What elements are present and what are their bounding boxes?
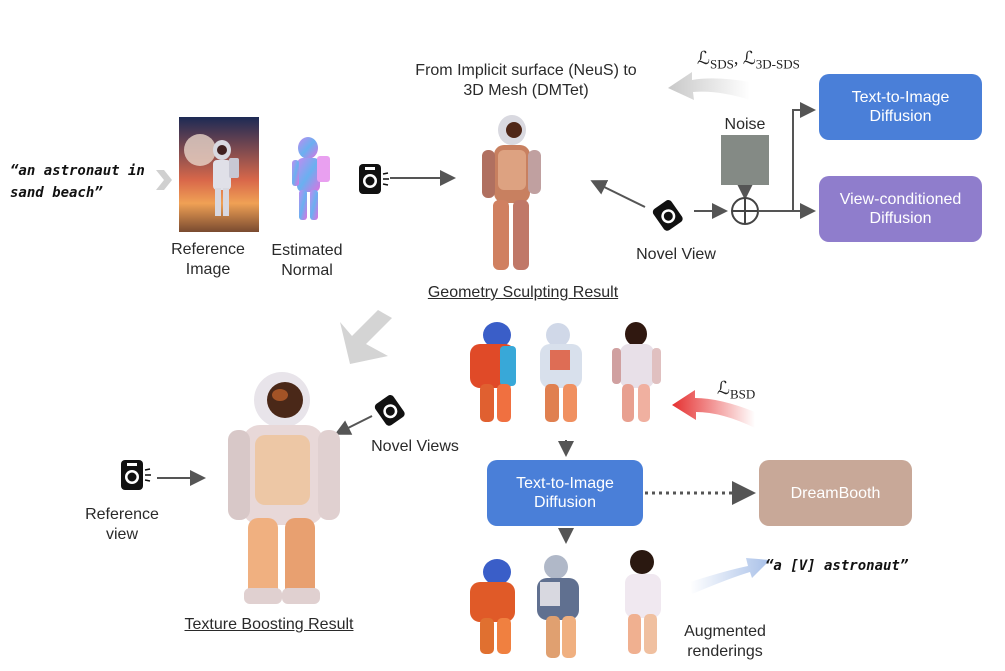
prompt-arrow (156, 170, 172, 190)
camera-icon-novel-views (370, 391, 410, 432)
estimated-normal-label: Estimated Normal (271, 242, 343, 279)
augmented-2 (537, 555, 579, 658)
augmented-1 (470, 559, 515, 654)
reference-image (179, 117, 259, 232)
rendering-2 (540, 323, 582, 422)
texture-astronaut (228, 372, 340, 604)
estimated-normal-image (292, 137, 330, 220)
vprompt-arrow (690, 558, 770, 594)
noise-image (721, 135, 769, 185)
augmented-3 (625, 550, 661, 654)
reference-view-label: Reference view (85, 506, 159, 543)
camera-icon-reference (355, 160, 391, 201)
loss-sds: ℒSDS, ℒ3D-SDS (697, 48, 800, 72)
rendering-3 (612, 322, 661, 422)
novel-view-label: Novel View (636, 246, 716, 263)
bsd-feedback-arrow (672, 390, 755, 428)
augmented-renderings-label: Augmented renderings (684, 623, 766, 660)
camera-icon-reference-view (117, 456, 153, 497)
v-prompt-text: “a [V] astronaut” (765, 558, 909, 574)
camera-icon-novel-view (648, 196, 688, 237)
loss-bsd: ℒBSD (717, 378, 756, 402)
novelview-to-geometry-arrow (590, 180, 646, 208)
novelviews-to-texture-arrow (334, 415, 373, 435)
prompt-text: “an astronaut in sand beach” (10, 163, 145, 201)
texture-result-label: Texture Boosting Result (184, 616, 354, 633)
rendering-1 (470, 322, 516, 422)
view-conditioned-diffusion: View-conditioned Diffusion (819, 176, 982, 242)
geometry-astronaut (482, 115, 541, 270)
noise-label: Noise (724, 116, 766, 133)
stage-transition-arrow (340, 310, 392, 364)
text-to-image-diffusion-top: Text-to-Image Diffusion (819, 74, 982, 140)
dreambooth-box: DreamBooth (759, 460, 912, 526)
text-to-image-diffusion-bottom: Text-to-Image Diffusion (487, 460, 643, 526)
reference-image-label: Reference Image (171, 241, 245, 278)
plus-to-diffusion-branch (758, 102, 816, 212)
geometry-result-label: Geometry Sculpting Result (427, 284, 619, 301)
sds-feedback-arrow (668, 72, 750, 100)
novel-views-label: Novel Views (371, 438, 459, 455)
stage1-title: From Implicit surface (NeuS) to 3D Mesh … (415, 62, 637, 99)
